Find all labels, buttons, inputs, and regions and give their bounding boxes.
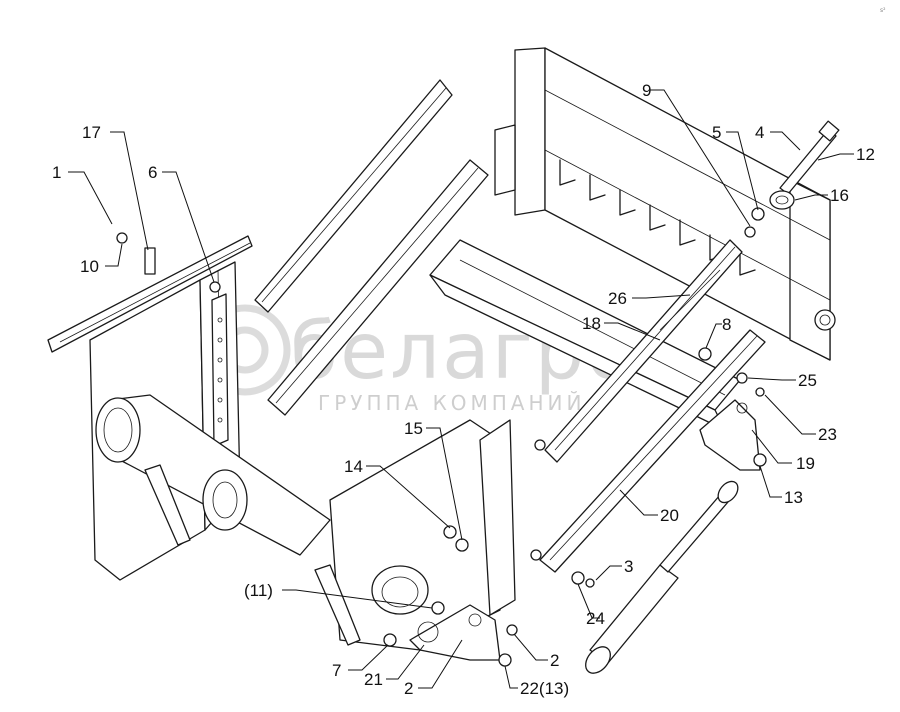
callout-19: 19 <box>796 454 815 473</box>
part-26-tooth-bar <box>544 239 743 463</box>
callout-9: 9 <box>642 81 651 100</box>
watermark-subtitle: ГРУППА КОМПАНИЙ <box>318 391 585 415</box>
nut-slat-20 <box>530 549 542 561</box>
rear-post-right <box>789 179 831 361</box>
callout-labels: 1 17 6 10 9 5 4 12 16 26 18 8 25 23 19 1… <box>52 81 875 698</box>
nut-6 <box>209 281 221 293</box>
callout-12: 12 <box>856 145 875 164</box>
callout-8: 8 <box>722 315 731 334</box>
nut-15 <box>455 538 469 552</box>
callout-11: (11) <box>244 581 273 600</box>
callout-23: 23 <box>818 425 837 444</box>
callout-1: 1 <box>52 163 61 182</box>
frame-leg-left <box>144 464 191 546</box>
callout-2-right: 2 <box>550 651 559 670</box>
nut-13 <box>753 453 767 467</box>
corner-mark: s² <box>880 7 886 14</box>
frame-leg-right <box>314 564 361 646</box>
part-20-slat <box>539 329 766 573</box>
frame-pivot <box>814 309 836 331</box>
nut-14 <box>443 525 457 539</box>
bolt-23 <box>755 387 765 397</box>
main-tube <box>95 394 331 556</box>
callout-18: 18 <box>582 314 601 333</box>
rear-post-left <box>514 47 546 216</box>
callout-4: 4 <box>755 123 764 142</box>
upper-rear-frame <box>494 47 836 361</box>
part-16-bush <box>769 190 795 210</box>
main-frame <box>47 235 516 651</box>
callout-20: 20 <box>660 506 679 525</box>
perforated-strip <box>211 293 229 447</box>
nut-8 <box>698 347 712 361</box>
callout-26: 26 <box>608 289 627 308</box>
clip-17 <box>144 247 156 275</box>
bolt-3 <box>585 578 595 588</box>
callout-5: 5 <box>712 123 721 142</box>
callout-15: 15 <box>404 419 423 438</box>
washer-10 <box>116 232 128 244</box>
leader-lines <box>68 89 854 689</box>
gas-strut <box>585 480 739 674</box>
washer-24 <box>571 571 585 585</box>
callout-25: 25 <box>798 371 817 390</box>
nut-7 <box>383 633 397 647</box>
top-slat-lower <box>267 159 489 416</box>
washer-11 <box>431 601 445 615</box>
part-4-bolt <box>779 120 840 195</box>
callout-3: 3 <box>624 557 633 576</box>
callout-22-13: 22(13) <box>520 679 569 698</box>
nut-9 <box>744 226 756 238</box>
lower-frame-edge <box>479 419 516 616</box>
callout-14: 14 <box>344 457 363 476</box>
bolt-2 <box>506 624 518 636</box>
hardware <box>116 207 767 667</box>
callout-10: 10 <box>80 257 99 276</box>
callout-16: 16 <box>830 186 849 205</box>
frame-comb <box>559 159 756 276</box>
washer-25 <box>736 372 748 384</box>
top-slat-upper <box>254 79 453 313</box>
callout-7: 7 <box>332 661 341 680</box>
callout-17: 17 <box>82 123 101 142</box>
callout-6: 6 <box>148 163 157 182</box>
callout-21: 21 <box>364 670 383 689</box>
callout-13: 13 <box>784 488 803 507</box>
callout-2-left: 2 <box>404 679 413 698</box>
left-top-rail <box>47 235 253 353</box>
bolt-22 <box>498 653 512 667</box>
nut-slat-26 <box>534 439 546 451</box>
rear-bracket <box>494 124 516 196</box>
part-19-bracket <box>699 399 761 471</box>
callout-24: 24 <box>586 609 605 628</box>
